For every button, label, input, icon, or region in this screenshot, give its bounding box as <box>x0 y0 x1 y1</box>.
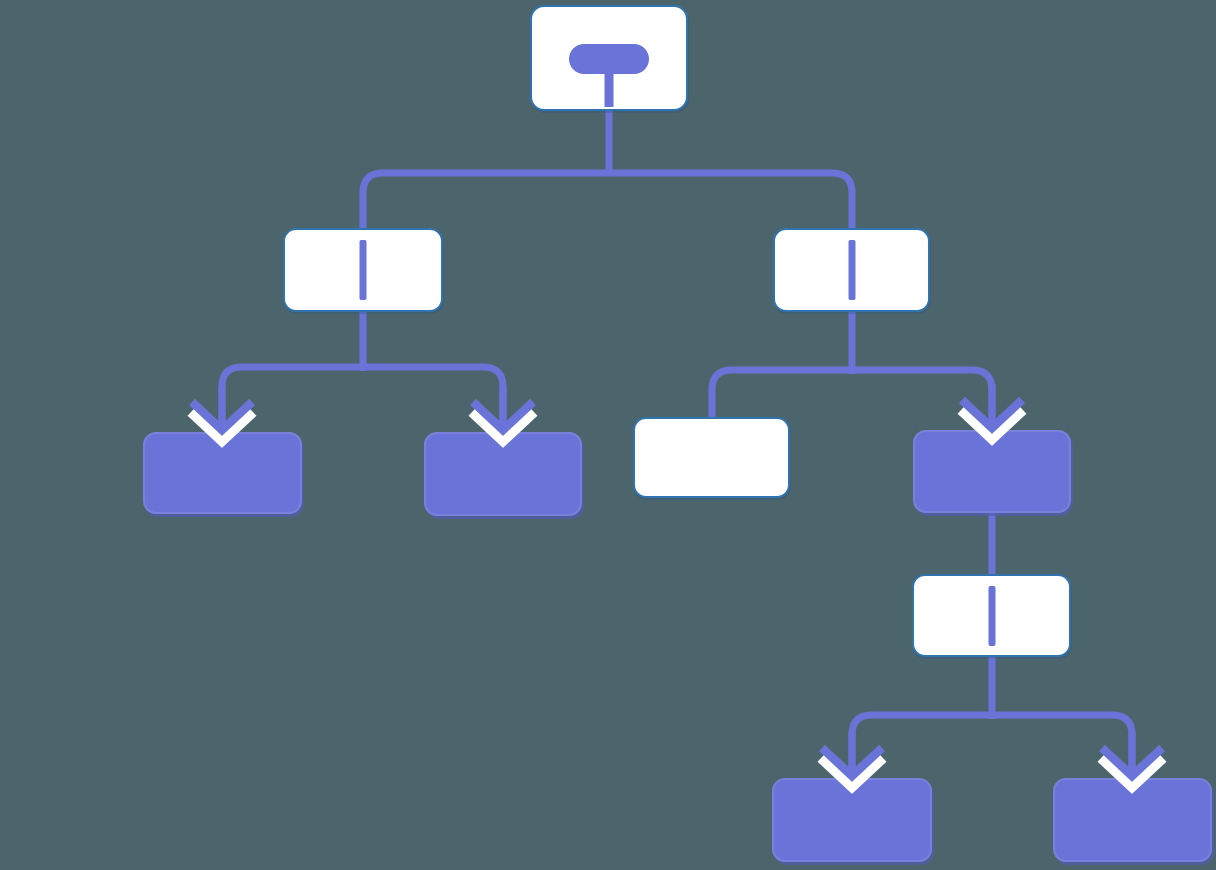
root-topic-pill <box>569 44 649 74</box>
chevron-down-icon <box>468 386 538 448</box>
node-plain-b1[interactable] <box>633 417 790 498</box>
edge-root-children <box>359 169 856 232</box>
edge-branch-b-children <box>708 366 996 430</box>
chevron-down-icon <box>817 732 887 794</box>
branch-line-indicator <box>359 240 367 300</box>
root-pill-stem <box>604 71 614 107</box>
branch-line-indicator <box>988 585 995 646</box>
chevron-down-icon <box>957 384 1027 446</box>
node-branch-a[interactable] <box>283 228 443 312</box>
chevron-down-icon <box>1097 732 1167 794</box>
edge-branch-a-children <box>218 363 507 430</box>
branch-line-indicator <box>848 240 855 300</box>
edge-branch-c-children <box>848 711 1136 772</box>
node-branch-c[interactable] <box>912 574 1071 657</box>
node-root[interactable] <box>530 5 688 111</box>
chevron-down-icon <box>187 386 257 448</box>
node-branch-b[interactable] <box>773 228 930 312</box>
